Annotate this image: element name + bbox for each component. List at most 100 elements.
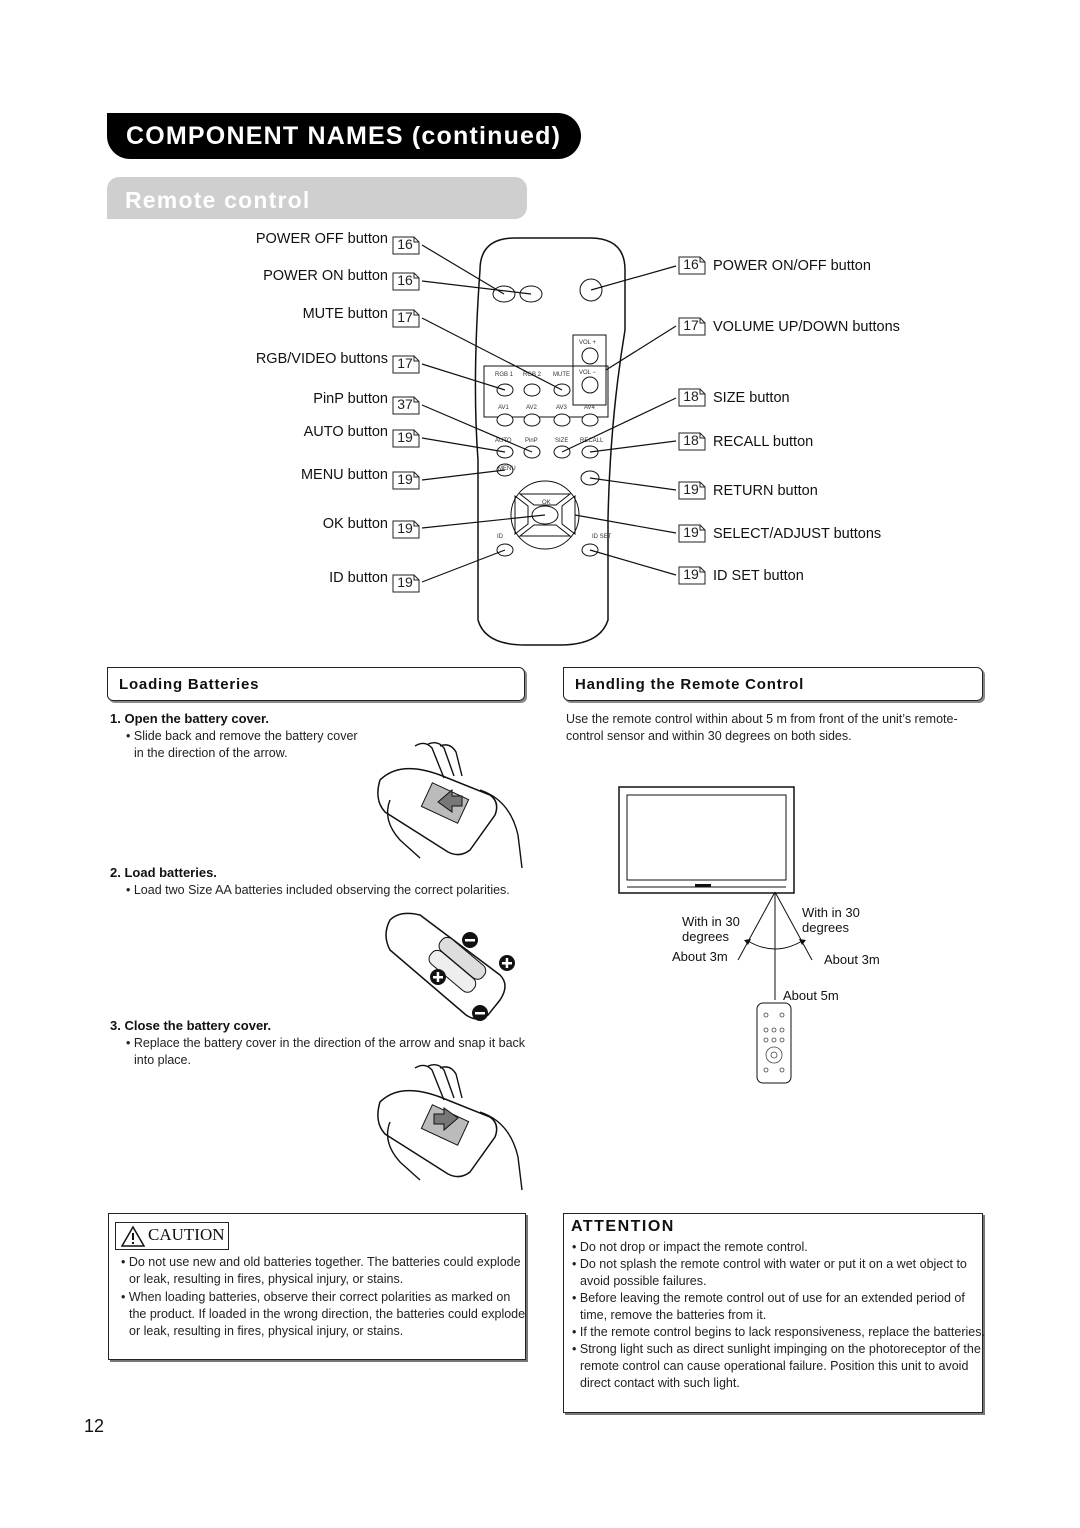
close-cover-illustration — [377, 1063, 523, 1191]
remote-rgb1-label: RGB 1 — [495, 372, 514, 378]
remote-mute-label: MUTE — [553, 372, 570, 378]
caution-item: • When loading batteries, observe their … — [121, 1290, 526, 1338]
subsection-banner: Remote control — [107, 177, 527, 219]
page-ref-number: 19 — [397, 520, 413, 536]
page-ref-icon: 16 — [392, 234, 420, 255]
page-ref-number: 16 — [683, 256, 699, 272]
section-banner: COMPONENT NAMES (continued) — [107, 113, 581, 159]
remote-av1-label: AV1 — [498, 405, 509, 411]
callout-power-on-label: POWER ON button — [263, 268, 388, 284]
warning-triangle-icon — [121, 1225, 145, 1247]
page-ref-number: 17 — [397, 355, 413, 371]
attention-item-text: Do not splash the remote control with wa… — [579, 1257, 967, 1288]
callout-recall-label: RECALL button — [713, 434, 814, 450]
range-about-3m-right: About 3m — [824, 952, 880, 967]
remote-av3-label: AV3 — [556, 405, 567, 411]
range-about-3m-left: About 3m — [672, 949, 728, 964]
attention-item: • If the remote control begins to lack r… — [572, 1325, 985, 1339]
callout-menu-label: MENU button — [300, 467, 388, 483]
step2-text: • Load two Size AA batteries included ob… — [126, 883, 510, 897]
attention-item-text: Before leaving the remote control out of… — [579, 1291, 965, 1322]
attention-item: • Do not drop or impact the remote contr… — [572, 1240, 808, 1254]
page-ref-icon: 16 — [678, 254, 706, 275]
page-ref-icon: 19 — [678, 522, 706, 543]
page-ref-icon: 19 — [678, 564, 706, 585]
page-ref-number: 19 — [397, 471, 413, 487]
load-batteries-illustration — [385, 912, 515, 1021]
handling-remote-heading: Handling the Remote Control — [563, 667, 983, 701]
step3-text: • Replace the battery cover in the direc… — [126, 1036, 526, 1067]
page-ref-number: 17 — [397, 309, 413, 325]
remote-av4-label: AV4 — [584, 405, 595, 411]
attention-item: • Do not splash the remote control with … — [572, 1257, 967, 1288]
page-ref-number: 19 — [683, 566, 699, 582]
caution-item: • Do not use new and old batteries toget… — [121, 1255, 521, 1286]
page-ref-icon: 19 — [392, 427, 420, 448]
remote-diagram — [474, 237, 626, 646]
remote-size-label: SIZE — [555, 438, 569, 444]
page-ref-number: 17 — [683, 317, 699, 333]
remote-vol-plus-label: VOL + — [579, 340, 596, 346]
page-ref-number: 37 — [397, 396, 413, 412]
callout-ok-label: OK button — [322, 516, 388, 532]
caution-title: CAUTION — [148, 1225, 225, 1244]
callout-power-onoff-label: POWER ON/OFF button — [713, 258, 871, 274]
page-ref-icon: 19 — [678, 479, 706, 500]
handling-text: Use the remote control within about 5 m … — [566, 712, 958, 743]
attention-box: ATTENTION • Do not drop or impact the re… — [563, 1213, 985, 1413]
callout-power-off-label: POWER OFF button — [255, 231, 388, 247]
step1-text: • Slide back and remove the battery cove… — [126, 729, 358, 760]
page-ref-number: 18 — [683, 432, 699, 448]
page-ref-icon: 16 — [392, 270, 420, 291]
page-ref-number: 19 — [397, 574, 413, 590]
remote-av2-label: AV2 — [526, 405, 537, 411]
step1-text-content: Slide back and remove the battery cover … — [133, 729, 358, 760]
callout-id-label: ID button — [329, 570, 388, 586]
page-ref-number: 19 — [683, 481, 699, 497]
callout-idset-label: ID SET button — [713, 568, 804, 584]
attention-list: • Do not drop or impact the remote contr… — [568, 1239, 985, 1392]
page-ref-number: 16 — [397, 272, 413, 288]
page-ref-icon: 19 — [392, 469, 420, 490]
attention-item-text: Do not drop or impact the remote control… — [579, 1240, 808, 1254]
attention-title: ATTENTION — [571, 1218, 675, 1235]
step3-title: 3. Close the battery cover. — [110, 1018, 272, 1033]
range-left-angle-line1: With in 30 — [682, 914, 740, 929]
page-ref-icon: 18 — [678, 430, 706, 451]
page-ref-icon: 17 — [678, 315, 706, 336]
callout-select-adjust-label: SELECT/ADJUST buttons — [713, 526, 882, 542]
caution-box: CAUTION • Do not use new and old batteri… — [108, 1213, 526, 1360]
step1-title: 1. Open the battery cover. — [110, 711, 269, 726]
range-about-5m: About 5m — [783, 988, 839, 1003]
range-right-angle-line1: With in 30 — [802, 905, 860, 920]
remote-vol-minus-label: VOL − — [579, 370, 596, 376]
remote-idset-label: ID SET — [592, 534, 612, 540]
remote-id-label: ID — [497, 534, 503, 540]
callout-auto-label: AUTO button — [303, 424, 388, 440]
callout-size-label: SIZE button — [713, 390, 790, 406]
range-left-angle-line2: degrees — [682, 929, 729, 944]
attention-item-text: Strong light such as direct sunlight imp… — [579, 1342, 981, 1390]
page-ref-number: 16 — [397, 236, 413, 252]
page-ref-icon: 37 — [392, 394, 420, 415]
page-ref-icon: 18 — [678, 386, 706, 407]
remote-ok-label: OK — [542, 500, 551, 506]
step3-text-content: Replace the battery cover in the directi… — [133, 1036, 526, 1067]
attention-item-text: If the remote control begins to lack res… — [579, 1325, 985, 1339]
callout-rgb-video-label: RGB/VIDEO buttons — [255, 351, 388, 367]
step2-title: 2. Load batteries. — [110, 865, 217, 880]
page-ref-icon: 19 — [392, 572, 420, 593]
open-cover-illustration — [377, 741, 523, 869]
page-ref-number: 19 — [397, 429, 413, 445]
page-ref-number: 18 — [683, 388, 699, 404]
attention-item: • Before leaving the remote control out … — [572, 1291, 965, 1322]
callout-return-label: RETURN button — [713, 483, 818, 499]
page-ref-icon: 17 — [392, 353, 420, 374]
caution-label-box: CAUTION — [115, 1222, 229, 1250]
remote-recall-label: RECALL — [580, 438, 604, 444]
page-ref-icon: 17 — [392, 307, 420, 328]
caution-item-text: Do not use new and old batteries togethe… — [128, 1255, 521, 1286]
remote-menu-label: MENU — [498, 466, 516, 472]
range-diagram — [618, 786, 813, 1084]
page-ref-icon: 19 — [392, 518, 420, 539]
